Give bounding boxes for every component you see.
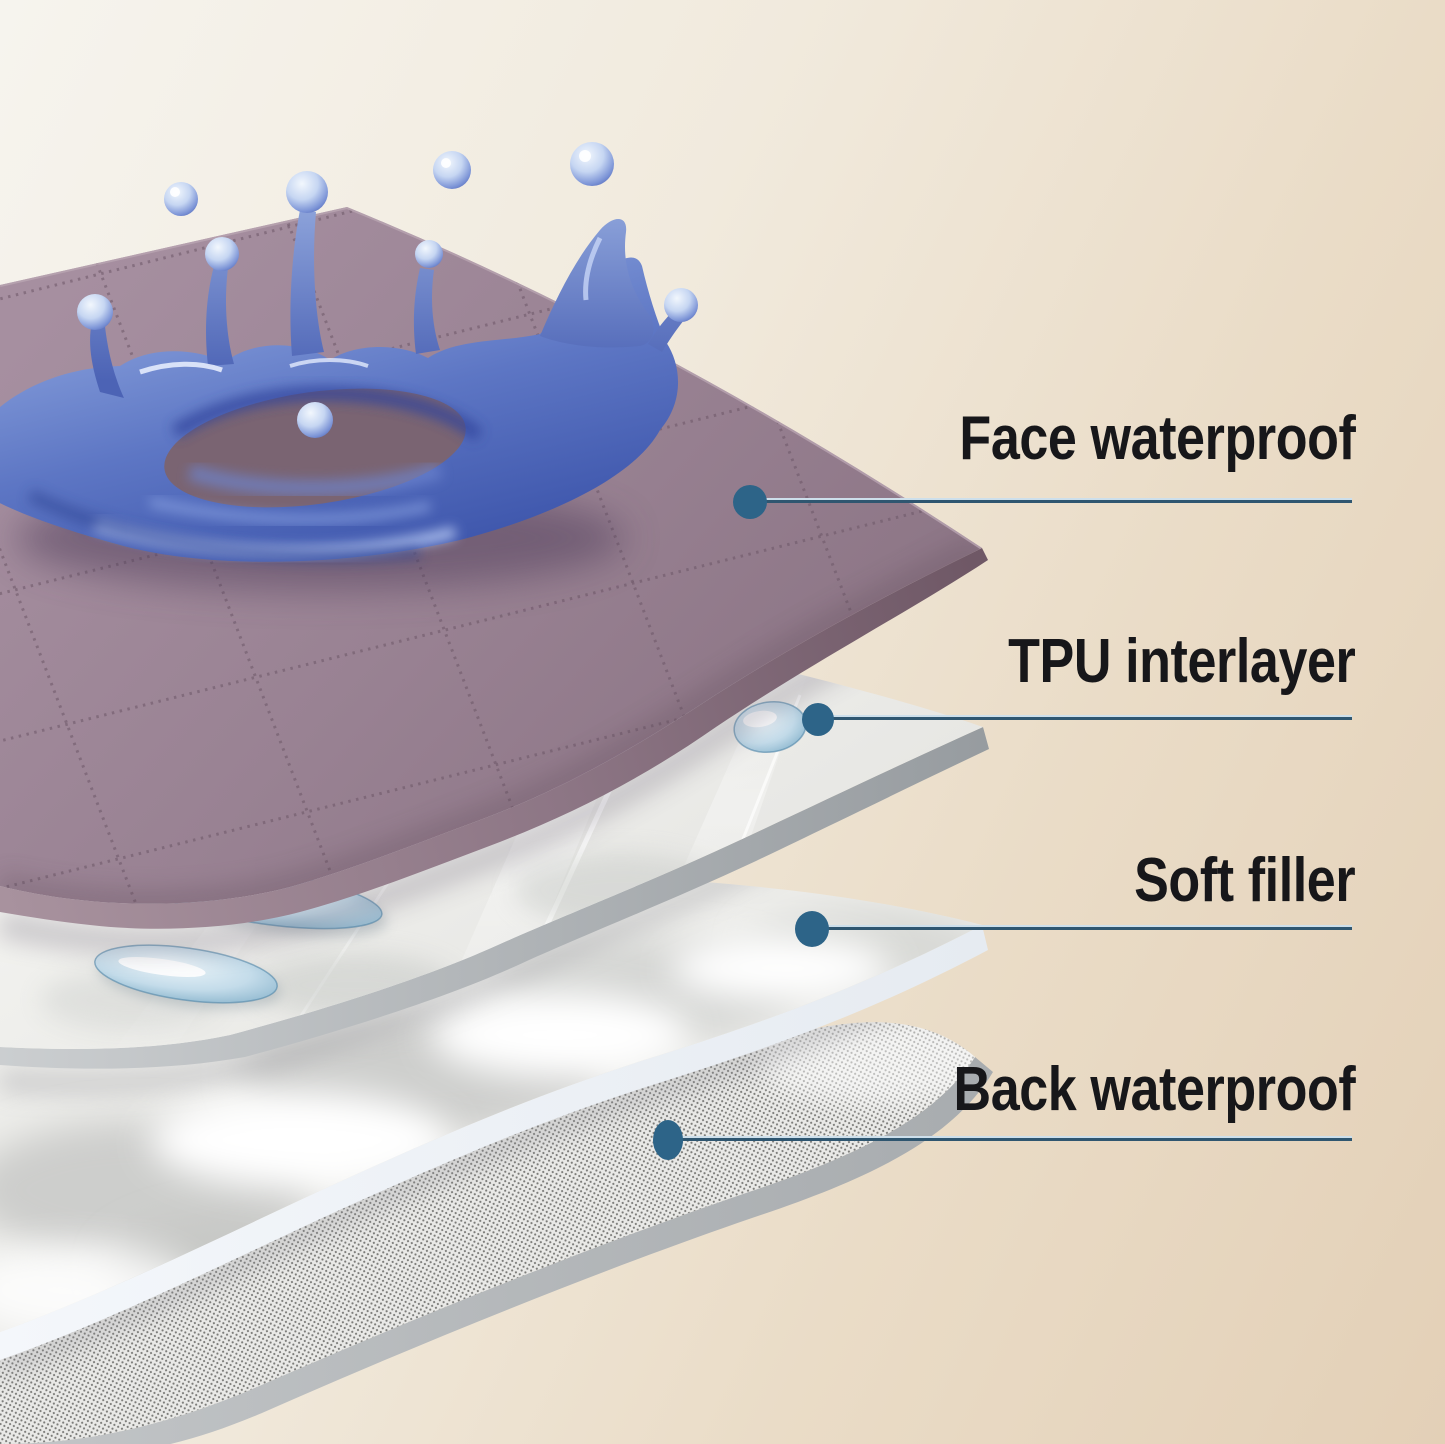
callout-line-tpu-interlayer <box>818 715 1352 720</box>
water-splash <box>0 171 698 563</box>
label-soft-filler: Soft filler <box>1133 845 1355 915</box>
layer-face-waterproof <box>0 171 988 929</box>
callout-dot-face-waterproof <box>733 485 767 519</box>
callout-dot-soft-filler <box>795 911 829 947</box>
flying-droplets <box>164 142 614 216</box>
callout-dot-tpu-interlayer <box>802 703 834 736</box>
callout-line-back-waterproof <box>668 1136 1352 1141</box>
callout-line-face-waterproof <box>750 498 1352 503</box>
label-back-waterproof: Back waterproof <box>953 1054 1355 1124</box>
callout-line-soft-filler <box>812 925 1352 930</box>
label-face-waterproof: Face waterproof <box>959 403 1355 473</box>
callout-dot-back-waterproof <box>653 1120 683 1160</box>
label-tpu-interlayer: TPU interlayer <box>1007 626 1356 696</box>
